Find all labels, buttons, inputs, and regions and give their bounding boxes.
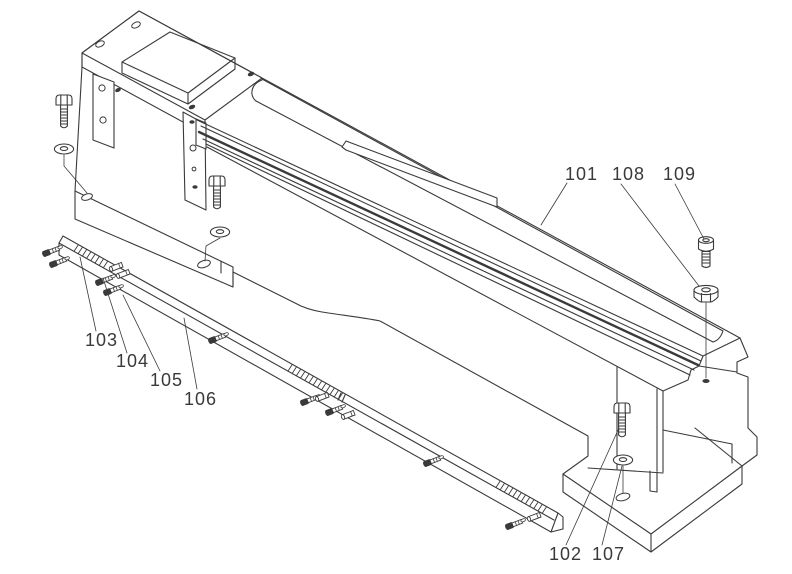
bed-flange xyxy=(74,190,234,288)
part-label-107: 107 xyxy=(592,544,625,564)
cavity-edge xyxy=(251,79,263,102)
way-strip xyxy=(341,140,498,208)
way-edge-highlight xyxy=(197,130,700,367)
rack-pin xyxy=(115,268,131,279)
rack-pin xyxy=(314,391,330,402)
headstock-plate xyxy=(81,10,263,121)
part-label-105: 105 xyxy=(150,370,183,390)
rack-screw xyxy=(42,245,63,257)
callout-labels: 101 102 103 104 105 106 107 108 109 xyxy=(85,164,696,564)
part-label-106: 106 xyxy=(184,389,217,409)
hex-bolt-middle xyxy=(208,175,226,210)
rack-screws-and-pins xyxy=(42,245,542,530)
hex-bolt-102 xyxy=(613,402,631,438)
rack-screw xyxy=(95,274,116,286)
bed-right-end xyxy=(587,337,741,493)
callout-leaders xyxy=(79,182,705,546)
part-label-103: 103 xyxy=(85,330,118,350)
left-bracket xyxy=(92,73,115,149)
washer-left xyxy=(53,143,75,155)
part-label-101: 101 xyxy=(565,164,598,184)
rack-screw xyxy=(423,455,444,467)
rack-screw xyxy=(208,332,229,344)
rack-teeth xyxy=(73,244,547,514)
bed-casting xyxy=(74,10,758,553)
foot-base xyxy=(562,427,743,553)
rack-pin xyxy=(340,409,356,420)
washer-107 xyxy=(612,454,634,466)
hex-bolt-left xyxy=(55,94,73,129)
rack-pin xyxy=(108,261,124,272)
rack-screw xyxy=(49,256,70,268)
part-label-104: 104 xyxy=(116,351,149,371)
rack-screw xyxy=(325,404,346,416)
part-label-108: 108 xyxy=(612,164,645,184)
cap-screw-109 xyxy=(697,236,715,269)
part-label-102: 102 xyxy=(549,544,582,564)
hex-nut-108 xyxy=(693,284,719,303)
part-label-109: 109 xyxy=(663,164,696,184)
rack-screw xyxy=(505,518,526,530)
washer-middle xyxy=(209,226,231,238)
bed-way xyxy=(195,118,704,392)
rack-pin xyxy=(526,511,542,522)
